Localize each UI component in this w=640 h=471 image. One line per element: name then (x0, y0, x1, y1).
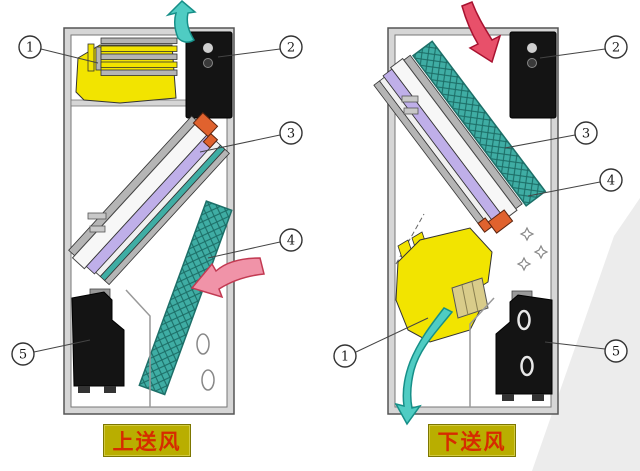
coil-header-cap (202, 132, 219, 149)
callout-circle (333, 344, 357, 368)
right-callout-bubbles: 2 3 4 1 5 (333, 35, 628, 368)
callout-circle (279, 121, 303, 145)
left-callouts (33, 48, 281, 353)
callout-5-leader (544, 341, 606, 350)
callout-3-leader (504, 134, 576, 149)
vent-hole (201, 369, 215, 391)
callout-number: 3 (287, 127, 295, 142)
compartment-divider (125, 289, 151, 407)
callout-circle (604, 339, 628, 363)
callout-number: 5 (19, 348, 27, 363)
right-unit-caption: 下送风 (428, 424, 516, 457)
return-air-arrow-icon (461, 1, 502, 64)
callout-3-leader (199, 134, 281, 153)
coil-header-cap (477, 217, 493, 233)
compressor-icon (71, 288, 125, 393)
supply-air-arrow-icon (394, 307, 454, 426)
callout-number: 3 (582, 127, 590, 142)
callout-number: 4 (607, 174, 615, 189)
supply-air-arrow-icon (165, 0, 197, 43)
coil-pipe-stub (89, 225, 106, 233)
left-unit-caption: 上送风 (103, 424, 191, 457)
vent-hole (517, 309, 531, 331)
coil-pipe-stub (401, 95, 419, 103)
callout-2-leader (217, 48, 281, 58)
callout-circle (279, 228, 303, 252)
heat-exchanger-coil-icon (68, 112, 230, 286)
filter-icon (411, 40, 547, 207)
coil-header-cap (192, 112, 219, 138)
callout-number: 2 (287, 41, 295, 56)
callout-2-leader (539, 48, 606, 59)
compressor-icon (495, 290, 553, 401)
callout-circle (11, 342, 35, 366)
control-box-icon (509, 31, 557, 119)
air-swirl-symbols (516, 226, 549, 272)
callout-circle (599, 168, 623, 192)
callout-number: 4 (287, 234, 295, 249)
right-unit: 2 3 4 1 5 (333, 1, 628, 426)
callout-number: 2 (612, 41, 620, 56)
vent-hole (196, 333, 210, 355)
return-air-arrow-icon (190, 257, 265, 299)
axis-dash-line (395, 213, 425, 265)
callout-number: 1 (26, 41, 34, 56)
left-unit: 1 2 3 4 5 (11, 0, 303, 415)
callout-number: 5 (612, 345, 620, 360)
coil-pipe-stub (403, 107, 419, 115)
filter-icon (138, 200, 233, 396)
control-box-icon (185, 31, 233, 119)
callout-circle (279, 35, 303, 59)
callout-1-leader (355, 317, 429, 353)
right-callouts (355, 48, 606, 353)
coil-header-cap (487, 209, 514, 234)
compartment-divider (469, 297, 495, 407)
callout-5-leader (33, 339, 91, 353)
callout-circle (604, 35, 628, 59)
callout-4-leader (527, 181, 601, 197)
fan-motor (451, 277, 489, 319)
coil-pipe-stub (87, 212, 107, 220)
callout-circle (18, 35, 42, 59)
callout-4-leader (207, 241, 281, 259)
left-callout-bubbles: 1 2 3 4 5 (11, 35, 303, 366)
callout-1-leader (40, 48, 99, 64)
callout-circle (574, 121, 598, 145)
fan-blower-icon (395, 227, 493, 343)
callout-number: 1 (341, 350, 349, 365)
vent-hole (520, 355, 534, 377)
background-watermark (532, 198, 640, 471)
fan-blower-icon (75, 37, 178, 104)
